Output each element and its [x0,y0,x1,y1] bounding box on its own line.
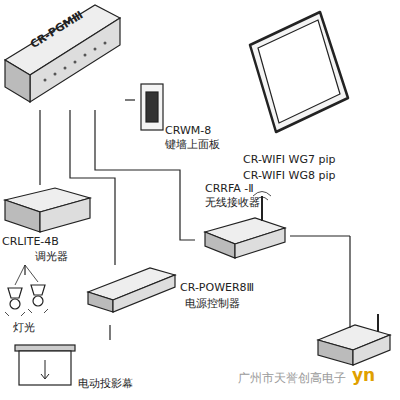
device-label: 键墙上面板 [165,138,220,151]
cable-connector [110,325,111,340]
cable-connector [70,110,115,265]
device-node: CRWM-8键墙上面板 [135,80,230,160]
device-label: 灯光 [13,321,35,334]
device-label: CRRFA -Ⅱ [205,182,254,195]
device-node: CR-PGMⅢ [0,0,125,110]
device-label: CRLITE-4B [2,235,59,248]
device-node: 灯光 [0,275,50,337]
device-node: CR-POWER8Ⅲ 电源控制器 [85,265,270,325]
device-label: CRWM-8 [165,124,211,137]
device-label: CR-PGMⅢ [28,8,85,51]
device-node: CRRFA -Ⅱ无线接收器 [195,180,290,262]
device-label: CR-POWER8Ⅲ [180,281,254,294]
device-label: CR-WIFI WG7 pip [243,153,336,166]
device-label: 电源控制器 [185,297,240,310]
device-node: CRLITE-4B 调光器 [0,185,95,265]
device-label: 无线接收器 [205,196,260,209]
watermark: 广州市天誉创高电子 [238,370,346,387]
device-node: CR-WIFI WG7 pipCR-WIFI WG8 pip [235,5,398,184]
device-label: 电动投影幕 [78,377,133,390]
device-label: CR-WIFI WG8 pip [243,169,336,182]
watermark-logo: yn [352,365,375,385]
cable-connector [40,110,41,185]
cable-connector [125,100,135,101]
device-label: 调光器 [35,250,68,263]
device-node: 电动投影幕 [10,340,140,395]
cable-connector [25,265,26,275]
